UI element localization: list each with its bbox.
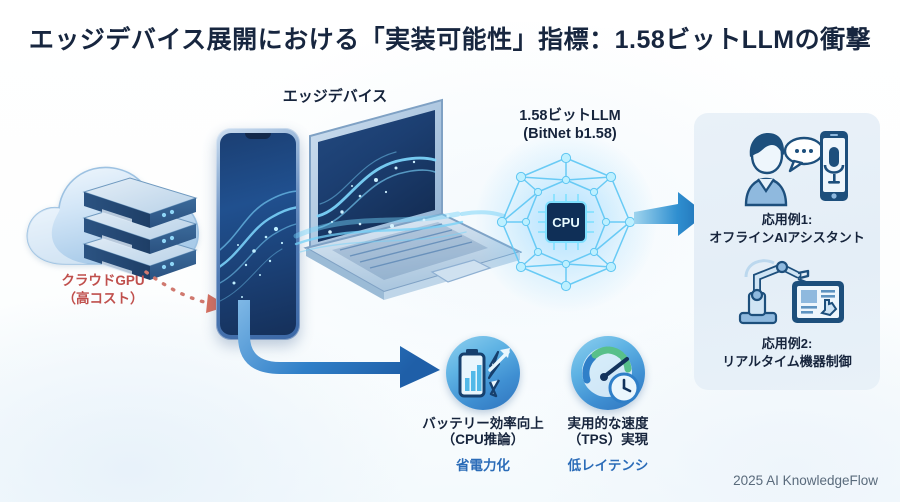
footer-credit: 2025 AI KnowledgeFlow (733, 473, 878, 488)
cpu-neural-network-icon: CPU (476, 132, 656, 312)
server-stack-icon (82, 177, 198, 280)
benefit-battery-label: バッテリー効率向上 （CPU推論） (398, 416, 568, 449)
cloud-gpu-group (18, 148, 218, 308)
edge-to-benefits-arrow (238, 300, 440, 388)
benefit-speed-label: 実用的な速度 （TPS）実現 (528, 416, 688, 449)
benefit-battery-subtitle: 省電力化 (456, 458, 510, 473)
benefit-speed-title-line2: （TPS）実現 (567, 432, 649, 448)
smartphone-icon (216, 128, 300, 340)
cloud-gpu-label-line1: クラウドGPU (61, 273, 145, 288)
llm-to-applications-arrow (634, 192, 706, 236)
llm-label-line1: 1.58ビットLLM (519, 108, 621, 124)
phone-screen (220, 133, 296, 335)
edge-device-label: エッジデバイス (282, 88, 388, 105)
benefit-battery-title-line2: （CPU推論） (441, 432, 525, 448)
page-title: エッジデバイス展開における「実装可能性」指標：1.58ビットLLMの衝撃 (28, 26, 872, 54)
cloud-gpu-label-line2: （高コスト） (62, 290, 144, 306)
benefit-speed-subtitle: 低レイテンシ (567, 458, 649, 473)
application-2-label: 応用例2: リアルタイム機器制御 (694, 335, 880, 370)
benefit-battery-icon (446, 336, 520, 410)
application-1-title-line2: オフラインAIアシスタント (709, 229, 865, 245)
cpu-chip-label: CPU (552, 215, 579, 230)
voice-assistant-icon (744, 131, 848, 207)
applications-panel: 応用例1: オフラインAIアシスタント 応用例2: リアルタ (694, 113, 880, 390)
llm-label-line2: (BitNet b1.58) (523, 125, 617, 142)
benefit-battery-title-line1: バッテリー効率向上 (422, 416, 544, 431)
phone-notch (245, 133, 271, 139)
application-1-title-line1: 応用例1: (761, 212, 813, 227)
robot-arm-tablet-icon (738, 259, 844, 325)
benefit-speed-title-line1: 実用的な速度 (567, 416, 649, 431)
application-2-title-line2: リアルタイム機器制御 (722, 353, 852, 369)
llm-label: 1.58ビットLLM (BitNet b1.58) (470, 108, 670, 143)
benefit-speed-icon (571, 336, 645, 410)
application-1-label: 応用例1: オフラインAIアシスタント (694, 211, 880, 246)
application-2-title-line1: 応用例2: (761, 336, 813, 351)
cloud-gpu-label: クラウドGPU （高コスト） (28, 272, 178, 307)
